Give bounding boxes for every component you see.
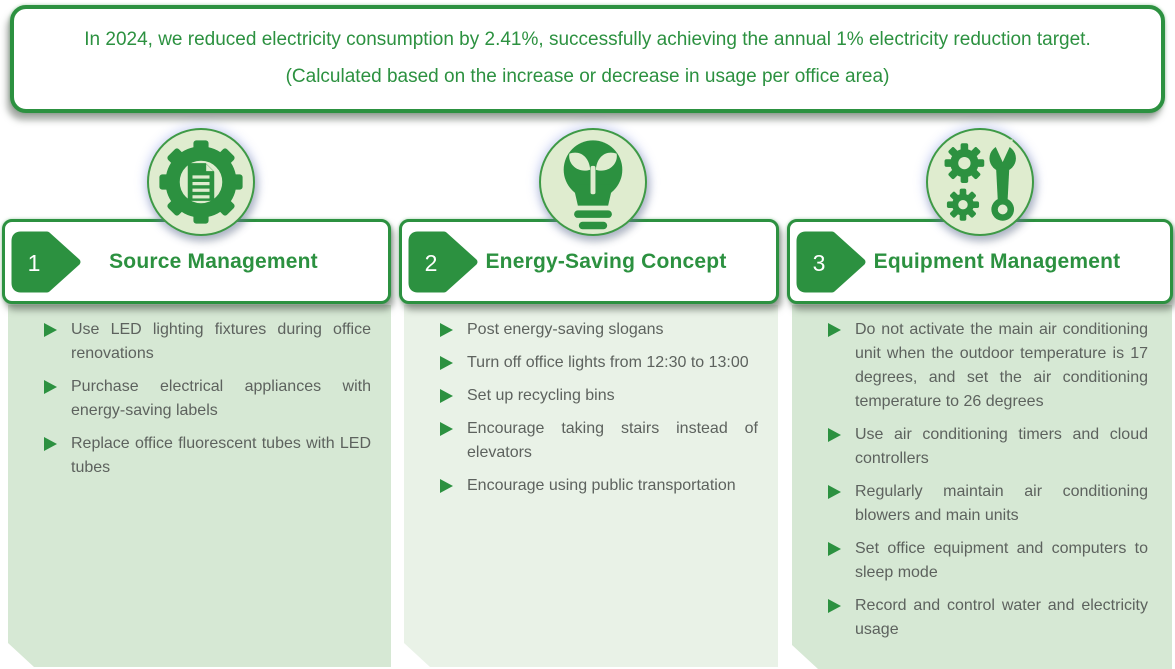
list-item-text: Use LED lighting fixtures during office …	[71, 321, 371, 362]
triangle-bullet-icon	[44, 323, 57, 337]
list-item: Do not activate the main air conditionin…	[828, 318, 1148, 414]
summary-text: In 2024, we reduced electricity consumpt…	[84, 29, 1091, 87]
column-body-energy-saving-concept: Post energy-saving slogans Turn off offi…	[404, 305, 778, 667]
triangle-bullet-icon	[828, 485, 841, 499]
list-item-text: Purchase electrical appliances with ener…	[71, 378, 371, 419]
gear-document-glyph	[159, 140, 243, 224]
column-body-source-management: Use LED lighting fixtures during office …	[8, 305, 391, 667]
list-item-text: Do not activate the main air conditionin…	[855, 321, 1148, 410]
list-item: Encourage using public transportation	[440, 474, 758, 498]
numbered-arrow-badge: 2	[408, 231, 478, 292]
gears-wrench-glyph	[944, 139, 1016, 221]
list-item: Regularly maintain air conditioning blow…	[828, 480, 1148, 528]
triangle-bullet-icon	[440, 323, 453, 337]
column-title: Source Management	[109, 249, 318, 273]
list-item-text: Post energy-saving slogans	[467, 321, 664, 338]
column-title: Equipment Management	[873, 249, 1121, 273]
list-item-text: Use air conditioning timers and cloud co…	[855, 426, 1148, 467]
step-number: 3	[813, 250, 826, 276]
gear-document-icon	[147, 128, 255, 236]
list-item-text: Turn off office lights from 12:30 to 13:…	[467, 354, 749, 371]
triangle-bullet-icon	[828, 542, 841, 556]
step-number: 2	[425, 250, 438, 276]
triangle-bullet-icon	[44, 437, 57, 451]
list-item: Set up recycling bins	[440, 384, 758, 408]
list-item: Post energy-saving slogans	[440, 318, 758, 342]
triangle-bullet-icon	[828, 599, 841, 613]
column-body-equipment-management: Do not activate the main air conditionin…	[792, 305, 1172, 669]
list-item: Purchase electrical appliances with ener…	[44, 375, 371, 423]
eco-bulb-icon	[539, 128, 647, 236]
column-title: Energy-Saving Concept	[485, 249, 727, 273]
list-item-text: Set up recycling bins	[467, 387, 615, 404]
triangle-bullet-icon	[440, 389, 453, 403]
triangle-bullet-icon	[440, 479, 453, 493]
list-item-text: Replace office fluorescent tubes with LE…	[71, 435, 371, 476]
step-number: 1	[28, 250, 41, 276]
list-item-text: Regularly maintain air conditioning blow…	[855, 483, 1148, 524]
eco-bulb-glyph	[563, 140, 623, 230]
triangle-bullet-icon	[44, 380, 57, 394]
list-item: Set office equipment and computers to sl…	[828, 537, 1148, 585]
list-item: Encourage taking stairs instead of eleva…	[440, 417, 758, 465]
triangle-bullet-icon	[828, 428, 841, 442]
list-item-text: Set office equipment and computers to sl…	[855, 540, 1148, 581]
list-item: Use air conditioning timers and cloud co…	[828, 423, 1148, 471]
column-header-energy-saving-concept: 2 Energy-Saving Concept	[399, 219, 779, 304]
gears-wrench-icon	[926, 128, 1034, 236]
triangle-bullet-icon	[440, 422, 453, 436]
summary-banner: In 2024, we reduced electricity consumpt…	[10, 5, 1165, 113]
list-item: Turn off office lights from 12:30 to 13:…	[440, 351, 758, 375]
list-item-text: Encourage using public transportation	[467, 477, 736, 494]
numbered-arrow-badge: 1	[11, 231, 81, 292]
numbered-arrow-badge: 3	[796, 231, 866, 292]
triangle-bullet-icon	[440, 356, 453, 370]
triangle-bullet-icon	[828, 323, 841, 337]
list-item-text: Encourage taking stairs instead of eleva…	[467, 420, 758, 461]
list-item: Replace office fluorescent tubes with LE…	[44, 432, 371, 480]
list-item-text: Record and control water and electricity…	[855, 597, 1148, 638]
list-item: Use LED lighting fixtures during office …	[44, 318, 371, 366]
list-item: Record and control water and electricity…	[828, 594, 1148, 642]
